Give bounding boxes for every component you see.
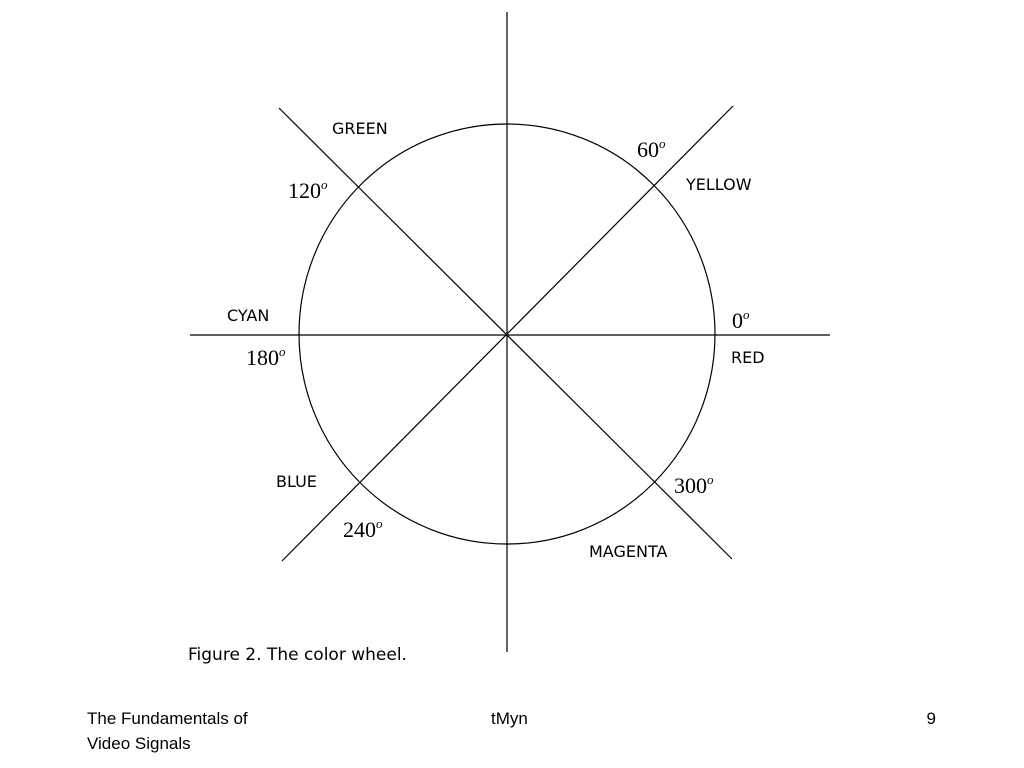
- footer-page-number: 9: [926, 709, 936, 728]
- diagonal-line-120-300: [278, 107, 733, 560]
- angle-label-0: 0o: [732, 307, 750, 333]
- figure-caption: Figure 2. The color wheel.: [188, 645, 407, 665]
- color-label-cyan: CYAN: [227, 306, 269, 325]
- color-label-red: RED: [731, 348, 765, 367]
- color-label-green: GREEN: [332, 119, 388, 138]
- footer-author: tMyn: [491, 709, 528, 728]
- footer-title-line-1: The Fundamentals of: [87, 709, 248, 728]
- footer-presentation-title: The Fundamentals of Video Signals: [87, 706, 327, 756]
- color-label-magenta: MAGENTA: [589, 542, 667, 561]
- angle-label-300: 300o: [674, 472, 714, 498]
- angle-label-240: 240o: [343, 516, 383, 542]
- diagonal-line-60-240: [281, 105, 734, 562]
- angle-label-180: 180o: [246, 344, 286, 370]
- angle-label-120: 120o: [288, 177, 328, 203]
- color-label-blue: BLUE: [276, 472, 317, 491]
- footer-title-line-2: Video Signals: [87, 734, 191, 753]
- angle-label-60: 60o: [637, 136, 666, 162]
- color-label-yellow: YELLOW: [685, 175, 752, 194]
